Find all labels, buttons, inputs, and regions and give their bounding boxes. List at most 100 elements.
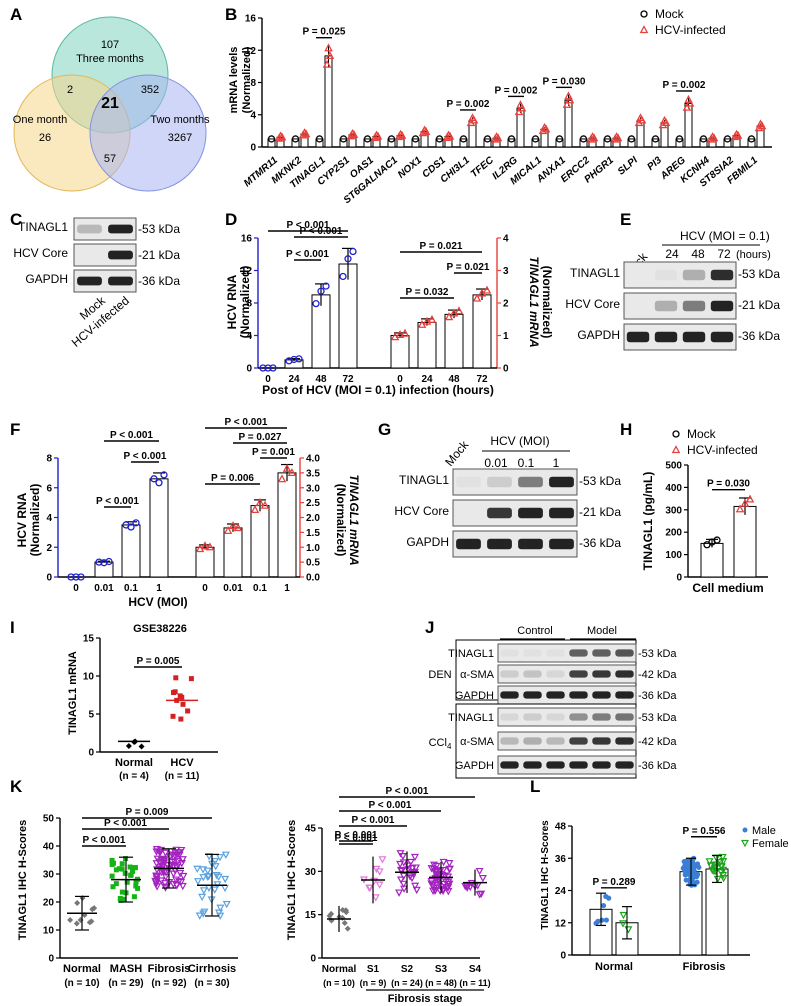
x-tick-label: 0 bbox=[265, 374, 271, 385]
i-y-axis-tick-label: 15 bbox=[83, 634, 95, 645]
j-blot-band bbox=[592, 691, 611, 699]
point-hcv bbox=[613, 133, 623, 142]
data-point bbox=[178, 882, 187, 891]
data-point bbox=[684, 860, 690, 867]
i-y-axis-tick-label: 5 bbox=[88, 710, 94, 721]
d-y-axis-right-tick-label: 1 bbox=[503, 331, 509, 342]
point-tinagl1 bbox=[277, 474, 287, 483]
data-point bbox=[375, 881, 384, 889]
point-mock bbox=[291, 135, 300, 143]
point-tinagl1 bbox=[260, 500, 270, 509]
k2-y-axis-tick-label: 45 bbox=[305, 824, 317, 835]
d-y-axis-right-tick-label: 0 bbox=[503, 364, 509, 375]
point-tinagl1 bbox=[400, 328, 410, 337]
point-hcv-rna bbox=[269, 364, 277, 372]
point-hcv bbox=[421, 126, 431, 135]
legend-label: Male bbox=[752, 825, 776, 837]
point-hcv bbox=[541, 124, 551, 133]
j-blot-band bbox=[546, 670, 565, 678]
blot-block-label: CCl4 bbox=[429, 737, 452, 751]
data-point bbox=[173, 675, 179, 681]
bar-mock bbox=[627, 138, 636, 148]
data-point bbox=[341, 919, 348, 926]
f-y-axis-left-tick-label: 2 bbox=[46, 543, 52, 554]
data-point bbox=[718, 853, 727, 862]
point-hcv-rna bbox=[312, 299, 320, 308]
j-blot-band bbox=[523, 713, 542, 721]
y-axis-label: (Normalized) bbox=[28, 484, 42, 557]
point-tinagl1 bbox=[287, 467, 297, 477]
h-y-axis-tick-label: 500 bbox=[665, 461, 682, 472]
point-hcv-rna bbox=[264, 364, 272, 372]
i-y-axis-tick-label: 10 bbox=[83, 672, 95, 683]
point-mock bbox=[267, 135, 276, 143]
e-blot-band bbox=[654, 300, 678, 312]
bar-mock bbox=[747, 138, 756, 148]
panel-label-A: A bbox=[10, 5, 22, 24]
data-point bbox=[600, 902, 607, 909]
k2-y-axis-tick-label: 15 bbox=[305, 910, 317, 921]
x-tick-label: S2 bbox=[401, 964, 414, 975]
d-annot-p-label: P = 0.032 bbox=[406, 287, 449, 298]
blot-row-label: GAPDH bbox=[455, 690, 494, 702]
venn-count: 2 bbox=[67, 84, 73, 96]
data-point bbox=[436, 887, 445, 896]
j-blot-band bbox=[546, 691, 565, 699]
data-point bbox=[216, 904, 225, 913]
y-axis-label-right: (Normalized) bbox=[334, 484, 348, 557]
x-tick-label: 72 bbox=[476, 374, 488, 385]
blot-row-label: GAPDH bbox=[25, 272, 68, 286]
d-y-axis-left-tick-label: 12 bbox=[241, 266, 253, 277]
data-point bbox=[441, 872, 450, 880]
blot-row-label: HCV Core bbox=[565, 297, 620, 311]
point-tinagl1 bbox=[482, 285, 492, 294]
g-blot-band bbox=[549, 476, 574, 488]
blot-block-label: DEN bbox=[428, 669, 451, 681]
blot-kda: -53 kDa bbox=[579, 474, 621, 488]
point-tinagl1 bbox=[228, 521, 238, 530]
b-y-axis-tick-label: 4 bbox=[250, 110, 256, 121]
blot-kda: -21 kDa bbox=[579, 505, 621, 519]
d-annot-p-label: P < 0.001 bbox=[286, 249, 329, 260]
chart-title: GSE38226 bbox=[133, 623, 187, 635]
x-axis-label: Fibrosis stage bbox=[388, 993, 463, 1005]
x-tick-label: SLPI bbox=[616, 155, 640, 178]
data-point bbox=[168, 851, 177, 859]
l-annot-p-label: P = 0.289 bbox=[593, 877, 636, 888]
data-point bbox=[439, 858, 448, 867]
point-tinagl1 bbox=[233, 523, 243, 532]
x-tick-label: 0 bbox=[397, 374, 403, 385]
x-tick-label: 0.01 bbox=[94, 583, 114, 594]
j-blot-band bbox=[546, 737, 565, 745]
j-blot-band bbox=[592, 761, 611, 769]
point-tinagl1 bbox=[454, 306, 464, 315]
j-blot-band bbox=[500, 670, 519, 678]
point-hcv bbox=[658, 120, 668, 129]
blot-kda: -21 kDa bbox=[738, 298, 780, 312]
panel-label-I: I bbox=[10, 618, 15, 637]
data-point bbox=[427, 880, 436, 888]
blot-row-label: α-SMA bbox=[460, 736, 495, 748]
data-point bbox=[395, 889, 404, 897]
data-point bbox=[399, 880, 408, 889]
data-point bbox=[478, 874, 487, 883]
venn-label: Three months bbox=[76, 53, 144, 65]
e-blot-band bbox=[654, 269, 678, 281]
data-point bbox=[221, 851, 230, 859]
data-point bbox=[160, 880, 170, 888]
x-tick-label: Cirrhosis bbox=[188, 963, 236, 975]
h-y-axis-tick-label: 100 bbox=[665, 550, 682, 561]
x-tick-n: (n = 48) bbox=[425, 978, 457, 988]
data-point bbox=[461, 882, 470, 891]
data-point bbox=[696, 864, 702, 870]
blot-kda: -42 kDa bbox=[638, 669, 677, 681]
panel-label-F: F bbox=[10, 420, 20, 439]
point-hcv bbox=[348, 128, 357, 137]
data-point bbox=[717, 869, 726, 877]
k1-y-axis-tick-label: 40 bbox=[43, 842, 55, 853]
data-point bbox=[174, 697, 180, 703]
point-mock bbox=[339, 135, 348, 143]
data-point bbox=[158, 862, 167, 871]
c-blot-band bbox=[108, 276, 133, 286]
h-annot-p-label: P = 0.030 bbox=[707, 479, 750, 490]
